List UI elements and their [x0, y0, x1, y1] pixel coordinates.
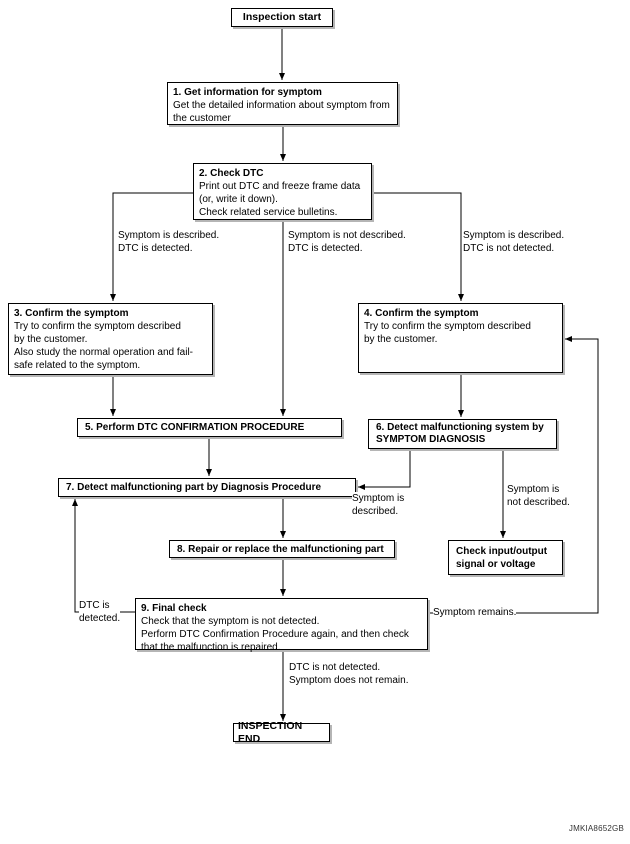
edge-label-to-end: DTC is not detected. Symptom does not re…: [289, 661, 409, 687]
edge-label-branch-left: Symptom is described. DTC is detected.: [118, 229, 220, 255]
edge-label-branch-middle: Symptom is not described. DTC is detecte…: [288, 229, 406, 255]
step6-label: 6. Detect malfunctioning system by SYMPT…: [376, 421, 544, 446]
step1-title: 1. Get information for symptom: [173, 87, 322, 98]
edge-label-symptom-described: Symptom is described.: [352, 492, 405, 518]
step4-body: Try to confirm the symptom described by …: [364, 321, 531, 345]
step5-label: 5. Perform DTC CONFIRMATION PROCEDURE: [85, 422, 305, 433]
check-io-label: Check input/output signal or voltage: [456, 545, 548, 570]
node-check-io: Check input/output signal or voltage: [448, 540, 563, 575]
node-step4: 4. Confirm the symptom Try to confirm th…: [358, 303, 563, 373]
figure-code-watermark: JMKIA8652GB: [568, 824, 624, 833]
inspection-start-label: Inspection start: [242, 11, 322, 23]
connector-2-to-3: [110, 192, 193, 301]
step3-title: 3. Confirm the symptom: [14, 308, 129, 319]
step4-title: 4. Confirm the symptom: [364, 308, 479, 319]
node-step6: 6. Detect malfunctioning system by SYMPT…: [368, 419, 557, 449]
step2-body: Print out DTC and freeze frame data (or,…: [199, 181, 361, 218]
node-step3: 3. Confirm the symptom Try to confirm th…: [8, 303, 213, 375]
node-step8: 8. Repair or replace the malfunctioning …: [169, 540, 395, 558]
node-inspection-start: Inspection start: [231, 8, 333, 27]
step1-body: Get the detailed information about sympt…: [173, 100, 390, 124]
node-step5: 5. Perform DTC CONFIRMATION PROCEDURE: [77, 418, 342, 437]
step9-title: 9. Final check: [141, 603, 207, 614]
step7-label: 7. Detect malfunctioning part by Diagnos…: [66, 482, 322, 493]
edge-label-symptom-remains: Symptom remains.: [433, 606, 517, 619]
node-step2: 2. Check DTC Print out DTC and freeze fr…: [193, 163, 372, 220]
step3-body: Try to confirm the symptom described by …: [14, 321, 193, 371]
edge-label-branch-right: Symptom is described. DTC is not detecte…: [463, 229, 565, 255]
edge-label-dtc-detected: DTC is detected.: [79, 599, 121, 625]
inspection-end-label: INSPECTION END: [238, 719, 303, 745]
edge-label-symptom-not-described: Symptom is not described.: [507, 483, 570, 509]
step8-label: 8. Repair or replace the malfunctioning …: [177, 543, 384, 555]
step2-title: 2. Check DTC: [199, 168, 264, 179]
connector-9-loop-to-7: [72, 499, 135, 613]
node-inspection-end: INSPECTION END: [233, 720, 330, 745]
node-step7: 7. Detect malfunctioning part by Diagnos…: [58, 478, 356, 497]
connector-6-to-7: [358, 449, 411, 490]
node-step9: 9. Final check Check that the symptom is…: [135, 598, 428, 653]
connector-2-to-4: [372, 192, 464, 301]
step9-body: Check that the symptom is not detected. …: [141, 616, 409, 653]
node-step1: 1. Get information for symptom Get the d…: [167, 82, 398, 125]
